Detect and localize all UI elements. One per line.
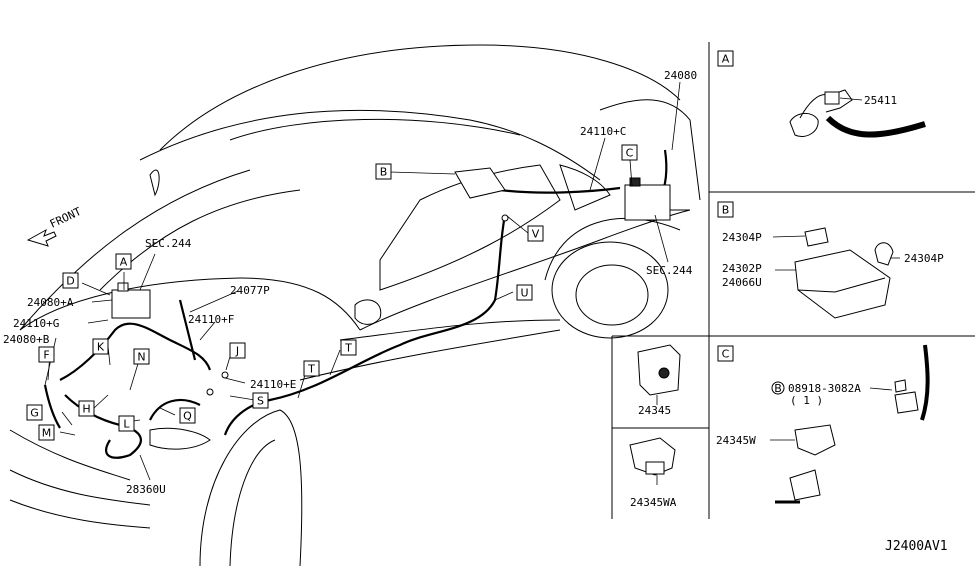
part-label-24080-a: 24080+A — [27, 296, 74, 309]
panel-C-title: C — [722, 348, 730, 361]
part-label-28360u: 28360U — [126, 483, 166, 496]
panel-C: C B 08918-3082A ( 1 ) 24345W — [716, 344, 930, 504]
panel-frames — [611, 42, 975, 519]
bolt-marker: B — [774, 382, 782, 395]
callout-T2: T — [340, 339, 357, 356]
callout-D: D — [62, 272, 79, 289]
part-label-24080: 24080 — [664, 69, 697, 82]
leader-lines — [44, 81, 900, 485]
diagram-id: J2400AV1 — [885, 539, 948, 554]
panel-24345: 24345 — [637, 344, 681, 417]
callout-V: V — [527, 225, 544, 242]
components — [111, 167, 671, 396]
callout-N: N — [133, 348, 150, 365]
svg-text:Q: Q — [183, 410, 192, 423]
svg-text:M: M — [42, 427, 52, 440]
panel-B: B 24304P 24304P 24302P 24066U — [717, 201, 944, 319]
svg-text:C: C — [626, 147, 634, 160]
svg-text:L: L — [123, 418, 130, 431]
svg-text:F: F — [43, 349, 49, 362]
svg-text:T: T — [344, 342, 352, 355]
svg-text:J: J — [235, 345, 239, 358]
part-label-24110-e: 24110+E — [250, 378, 296, 391]
callout-U: U — [516, 284, 533, 301]
callout-A: A — [115, 253, 132, 270]
part-label-24345w: 24345W — [716, 434, 756, 447]
svg-text:G: G — [30, 407, 39, 420]
panel-A-title: A — [722, 53, 730, 66]
svg-text:T: T — [307, 363, 315, 376]
front-arrow: FRONT — [26, 205, 84, 247]
svg-text:A: A — [120, 256, 128, 269]
part-label-24304p-b: 24304P — [904, 252, 944, 265]
part-label-24345wa: 24345WA — [630, 496, 677, 509]
callout-Q: Q — [179, 407, 196, 424]
panel-B-title: B — [722, 204, 730, 217]
part-label-24110-g: 24110+G — [13, 317, 59, 330]
part-label-qty: ( 1 ) — [790, 394, 823, 407]
part-label-24110-f: 24110+F — [188, 313, 234, 326]
svg-text:V: V — [532, 228, 540, 241]
svg-text:K: K — [97, 341, 105, 354]
part-label-24110-c: 24110+C — [580, 125, 626, 138]
callout-H: H — [78, 400, 95, 417]
callout-T1: T — [303, 360, 320, 377]
callout-S: S — [252, 392, 269, 409]
svg-text:S: S — [257, 395, 264, 408]
panel-A: A 25411 — [717, 50, 926, 138]
svg-text:N: N — [137, 351, 145, 364]
part-label-24304p-a: 24304P — [722, 231, 762, 244]
front-label: FRONT — [48, 205, 84, 231]
part-label-25411: 25411 — [864, 94, 897, 107]
svg-text:U: U — [520, 287, 528, 300]
callout-L: L — [118, 415, 135, 432]
svg-text:H: H — [82, 403, 90, 416]
part-label-24077p: 24077P — [230, 284, 270, 297]
part-label-sec244-left: SEC.244 — [145, 237, 192, 250]
callout-B: B — [375, 163, 392, 180]
panel-24345wa: 24345WA — [629, 437, 677, 509]
callout-F: F — [38, 346, 55, 363]
part-label-24345: 24345 — [638, 404, 671, 417]
part-label-24302p: 24302P — [722, 262, 762, 275]
callout-K: K — [92, 338, 109, 355]
svg-text:D: D — [66, 275, 74, 288]
callout-M: M — [38, 424, 55, 441]
callout-C: C — [621, 144, 638, 161]
callout-G: G — [26, 404, 43, 421]
callout-J: J — [229, 342, 246, 359]
part-label-sec244-right: SEC.244 — [646, 264, 693, 277]
part-label-24080-b: 24080+B — [3, 333, 50, 346]
part-label-08918-3082a: 08918-3082A — [788, 382, 861, 395]
part-label-24066u: 24066U — [722, 276, 762, 289]
svg-text:B: B — [380, 166, 388, 179]
